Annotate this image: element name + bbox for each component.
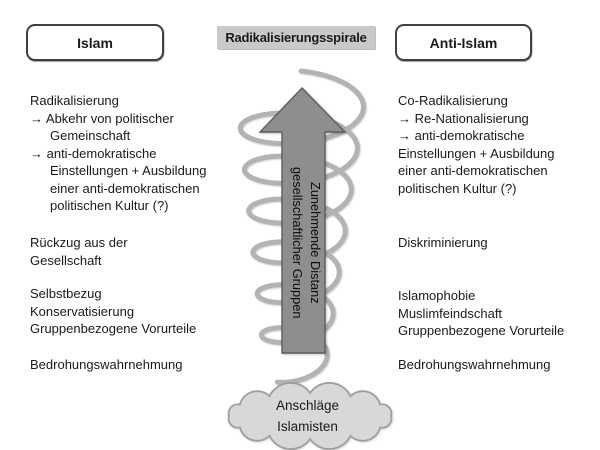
text-line: Diskriminierung [398, 235, 488, 250]
arrow-label-line-2: gesellschaftlicher Gruppen [290, 167, 305, 319]
spiral-title-box: Radikalisierungsspirale [217, 26, 375, 49]
spiral-title-label: Radikalisierungsspirale [225, 30, 367, 45]
anti-islam-header-box: Anti-Islam [395, 24, 532, 61]
text-line: → anti-demokratische [398, 128, 525, 143]
text-line: Selbstbezug [30, 286, 102, 301]
text-line: Bedrohungswahrnehmung [398, 357, 551, 372]
right-coradicalization-block: Co-Radikalisierung → Re-Nationalisierung →… [398, 92, 554, 197]
text-line: Konservatisierung [30, 303, 135, 319]
text-line: Islamophobie [398, 288, 476, 303]
text-line: → anti-demokratische [30, 145, 157, 161]
text-line: Gesellschaft [30, 252, 102, 268]
text-line: Bedrohungswahrnehmung [30, 357, 183, 372]
text-line: Rückzug aus der [30, 235, 128, 250]
text-line: → Abkehr von politischer [30, 110, 174, 126]
islam-header-label: Islam [77, 34, 113, 51]
cloud-label-line-1: Anschläge [275, 398, 340, 413]
cloud-shape [227, 382, 393, 450]
text-line: Einstellungen + Ausbildung [398, 145, 555, 161]
text-line: → Re-Nationalisierung [398, 110, 529, 126]
cloud-label: Anschläge Islamisten [225, 396, 390, 437]
text-line: Radikalisierung [30, 93, 119, 108]
right-discrimination-block: Diskriminierung [398, 234, 488, 252]
left-threatperception-block: Bedrohungswahrnehmung [30, 356, 183, 374]
arrow-vertical-label: Zunehmende Distanz gesellschaftlicher Gr… [280, 136, 324, 350]
text-line: Gruppenbezogene Vorurteile [30, 321, 197, 336]
text-line: einer anti-demokratischen [50, 180, 200, 196]
text-line: Einstellungen + Ausbildung [50, 163, 207, 178]
text-line: Muslimfeindschaft [398, 305, 503, 321]
upward-arrow [258, 86, 347, 354]
text-line: Gruppenbezogene Vorurteile [398, 323, 565, 338]
right-threatperception-block: Bedrohungswahrnehmung [398, 356, 551, 374]
cloud-label-line-2: Islamisten [277, 418, 338, 434]
text-line: einer anti-demokratischen [398, 163, 548, 178]
islam-header-box: Islam [26, 24, 164, 61]
text-line: politischen Kultur (?) [50, 198, 169, 213]
anti-islam-header-label: Anti-Islam [429, 34, 498, 51]
text-line: politischen Kultur (?) [398, 180, 517, 196]
text-line: Gemeinschaft [50, 128, 131, 143]
text-line: Co-Radikalisierung [398, 93, 508, 108]
arrow-label-line-1: Zunehmende Distanz [308, 182, 323, 304]
